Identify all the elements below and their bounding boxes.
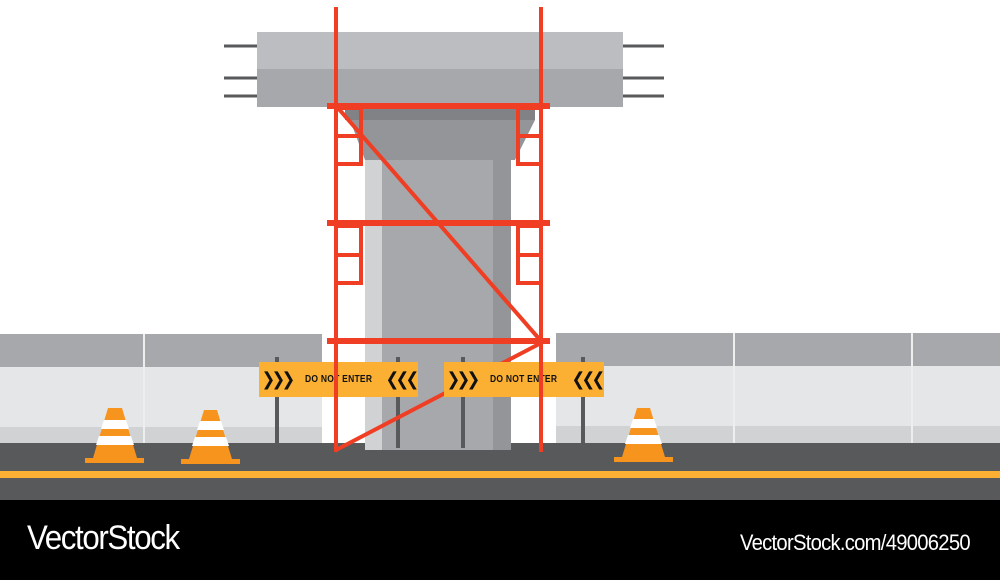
traffic-cone-icon: [85, 408, 144, 463]
road: [0, 443, 1000, 500]
do-not-enter-sign: ❯❯❯ DO NOT ENTER ❮❮❮: [444, 362, 605, 397]
watermark-bar: [0, 500, 1000, 580]
traffic-cone-icon: [614, 408, 673, 462]
traffic-cone-icon: [181, 410, 240, 464]
do-not-enter-sign: ❯❯❯ DO NOT ENTER ❮❮❮: [259, 362, 420, 397]
chevron-right-icon: ❯❯❯: [261, 369, 295, 390]
image-url: VectorStock.com/49006250: [740, 530, 971, 555]
rebar-icon: [224, 44, 664, 98]
sign-label: DO NOT ENTER: [490, 374, 558, 385]
sign-label: DO NOT ENTER: [304, 374, 373, 385]
construction-scene: [0, 7, 1000, 500]
scaffold-post: [334, 362, 338, 397]
scaffold-post: [539, 362, 543, 397]
chevron-right-icon: ❯❯❯: [446, 369, 481, 390]
bridge-pillar: [224, 32, 664, 450]
brand-logo: VectorStock: [27, 519, 180, 557]
chevron-left-icon: ❮❮❮: [571, 369, 605, 390]
chevron-left-icon: ❮❮❮: [385, 369, 420, 390]
right-wall: [556, 333, 1000, 443]
